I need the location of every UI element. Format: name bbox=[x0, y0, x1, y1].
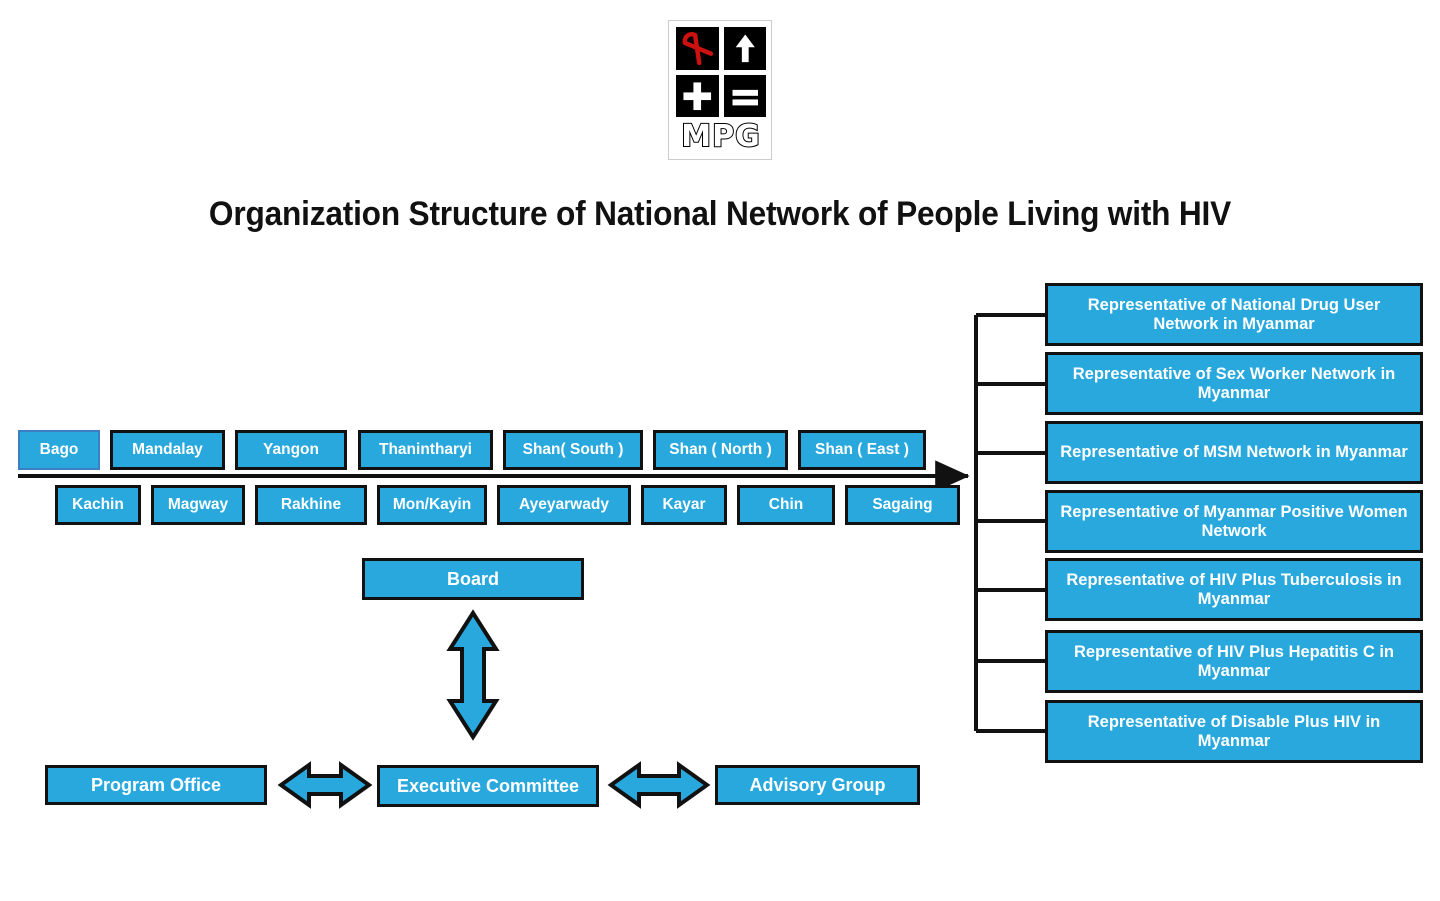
region-box-thanintharyi[interactable]: Thanintharyi bbox=[358, 430, 493, 470]
region-box-ayeyarwady[interactable]: Ayeyarwady bbox=[497, 485, 631, 525]
region-box-shan-south[interactable]: Shan( South ) bbox=[503, 430, 643, 470]
representative-box-hiv-tuberculosis[interactable]: Representative of HIV Plus Tuberculosis … bbox=[1045, 558, 1423, 621]
board-exec-double-arrow bbox=[446, 609, 500, 741]
representative-box-positive-women-network[interactable]: Representative of Myanmar Positive Women… bbox=[1045, 490, 1423, 553]
representative-box-disable-plus-hiv[interactable]: Representative of Disable Plus HIV in My… bbox=[1045, 700, 1423, 763]
region-box-rakhine[interactable]: Rakhine bbox=[255, 485, 367, 525]
aids-ribbon-icon bbox=[676, 27, 719, 70]
program-office-box[interactable]: Program Office bbox=[45, 765, 267, 805]
representative-bracket-connector bbox=[974, 313, 1045, 733]
representative-box-national-drug-user-network[interactable]: Representative of National Drug User Net… bbox=[1045, 283, 1423, 346]
region-box-bago[interactable]: Bago bbox=[18, 430, 100, 470]
region-box-chin[interactable]: Chin bbox=[737, 485, 835, 525]
program-exec-double-arrow bbox=[277, 761, 373, 809]
representative-box-msm-network[interactable]: Representative of MSM Network in Myanmar bbox=[1045, 421, 1423, 484]
equals-sign-icon bbox=[723, 74, 766, 117]
region-box-sagaing[interactable]: Sagaing bbox=[845, 485, 960, 525]
logo-icon-grid bbox=[676, 27, 766, 117]
region-box-shan-north[interactable]: Shan ( North ) bbox=[653, 430, 788, 470]
region-box-kachin[interactable]: Kachin bbox=[55, 485, 141, 525]
plus-sign-icon bbox=[676, 74, 719, 117]
region-box-magway[interactable]: Magway bbox=[151, 485, 245, 525]
region-box-mon-kayin[interactable]: Mon/Kayin bbox=[377, 485, 487, 525]
region-box-yangon[interactable]: Yangon bbox=[235, 430, 347, 470]
region-box-mandalay[interactable]: Mandalay bbox=[110, 430, 225, 470]
exec-advisory-double-arrow bbox=[607, 761, 711, 809]
region-box-kayar[interactable]: Kayar bbox=[641, 485, 727, 525]
up-arrow-icon bbox=[723, 27, 766, 70]
representative-box-sex-worker-network[interactable]: Representative of Sex Worker Network in … bbox=[1045, 352, 1423, 415]
representative-box-hiv-hepatitis-c[interactable]: Representative of HIV Plus Hepatitis C i… bbox=[1045, 630, 1423, 693]
logo-wordmark: MPG bbox=[680, 119, 761, 154]
board-box[interactable]: Board bbox=[362, 558, 584, 600]
advisory-group-box[interactable]: Advisory Group bbox=[715, 765, 920, 805]
mpg-logo: MPG bbox=[668, 20, 772, 160]
executive-committee-box[interactable]: Executive Committee bbox=[377, 765, 599, 807]
page-title: Organization Structure of National Netwo… bbox=[208, 195, 1232, 233]
region-box-shan-east[interactable]: Shan ( East ) bbox=[798, 430, 926, 470]
